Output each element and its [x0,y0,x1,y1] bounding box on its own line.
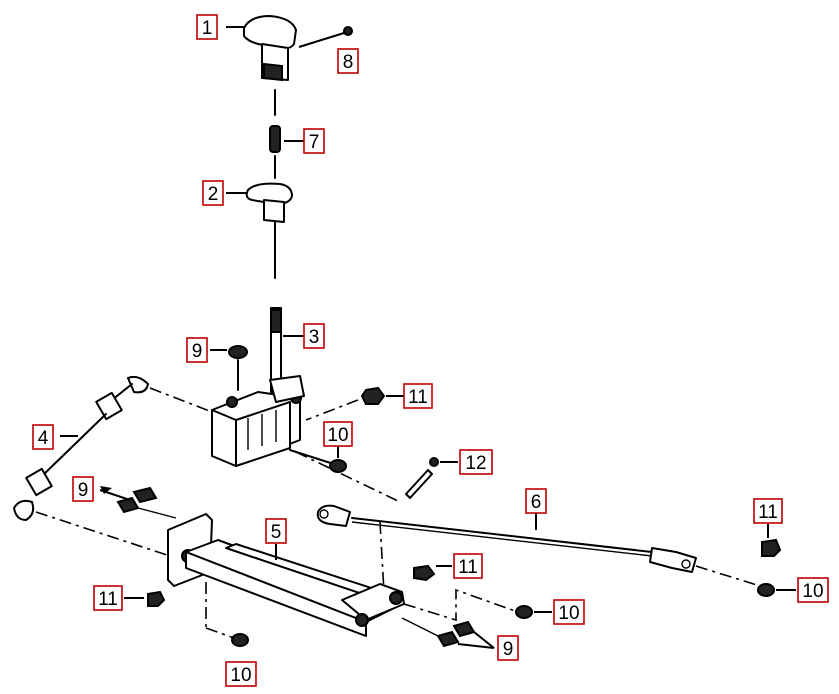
callout-5: 5 [265,518,287,544]
callout-9-left: 9 [72,476,94,502]
callout-label: 11 [458,557,478,578]
part-nut-10-bottom [205,582,249,647]
callout-label: 10 [558,603,579,624]
callout-label: 8 [343,52,354,73]
callout-label: 2 [208,184,219,205]
part-spring-12 [295,451,458,503]
callout-label: 10 [327,425,348,446]
callout-label: 7 [309,132,320,153]
callout-11-left: 11 [93,585,123,611]
callout-1: 1 [196,14,218,40]
callout-label: 11 [98,589,118,610]
callout-4: 4 [32,424,54,450]
part-nut-10-middle [403,588,552,622]
callout-10-right: 10 [797,577,829,603]
part-link-rod-4 [13,375,213,557]
callout-3: 3 [303,323,325,349]
part-nut-10-upper [329,446,347,473]
part-nut-11-upper [305,386,404,421]
callout-label: 3 [309,327,320,348]
part-bolt-9-top [210,345,248,391]
part-support-frame-5 [167,513,405,637]
part-screw-8 [298,26,353,48]
part-collar-2 [226,182,293,223]
part-spring-7 [269,125,304,179]
part-cable-rod-6 [316,504,761,593]
part-shift-knob [226,15,297,82]
callout-label: 9 [78,480,89,501]
callout-label: 4 [38,428,49,449]
callout-11-middle: 11 [453,553,483,579]
part-bolts-9-bottom [401,617,495,649]
callout-label: 9 [503,639,514,660]
callout-11-right: 11 [753,498,783,524]
part-housing-bracket [211,375,341,467]
callout-10-upper: 10 [323,421,353,447]
callout-label: 10 [230,665,251,686]
callout-label: 11 [408,387,428,408]
callout-2: 2 [202,180,224,206]
part-nut-11-right [761,524,782,557]
callout-11-upper: 11 [403,383,433,409]
callout-label: 11 [758,502,778,523]
callout-9-bottom: 9 [497,635,519,661]
callout-label: 12 [465,453,486,474]
callout-12: 12 [459,449,493,475]
callout-label: 1 [202,18,213,39]
callout-10-bottom: 10 [225,661,257,687]
callout-label: 5 [271,522,282,543]
part-lever-3 [270,307,304,393]
callout-9-top: 9 [186,337,208,363]
callout-7: 7 [303,128,325,154]
part-nut-11-middle [413,564,452,582]
callout-label: 10 [802,581,823,602]
part-bolts-9-left [99,486,177,519]
part-nut-11-left [124,590,166,607]
callout-label: 6 [531,492,542,513]
callout-6: 6 [525,488,547,514]
callout-10-middle: 10 [553,599,585,625]
callout-label: 9 [192,341,203,362]
callout-8: 8 [337,48,359,74]
part-nut-10-right [757,583,796,597]
